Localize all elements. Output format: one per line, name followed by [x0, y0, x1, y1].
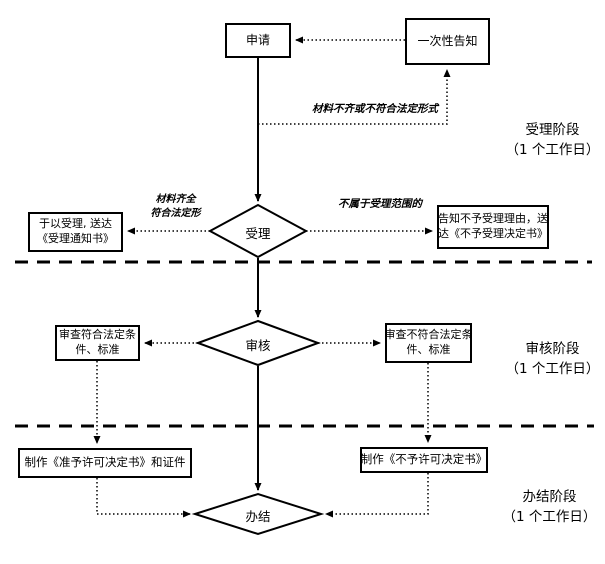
node-make-permit: 制作《准予许可决定书》和证件: [18, 448, 192, 478]
connector-incomplete-to-notice: [258, 69, 451, 125]
completion-diamond: [191, 492, 325, 536]
stage-label-review: 审核阶段 （1 个工作日）: [500, 340, 605, 379]
edge-label-materials-complete-line2: 符合法定形: [150, 207, 201, 219]
node-review-pass-line2: 件、标准: [75, 343, 120, 356]
node-refuse-acceptance-line1: 告知不予受理理由，送: [438, 212, 548, 226]
node-make-denial-label: 制作《不予许可决定书》: [360, 452, 488, 467]
edge-label-materials-incomplete: 材料不齐或不符合法定形式: [280, 102, 470, 116]
node-refuse-acceptance: 告知不予受理理由，送 达《不予受理决定书》: [437, 205, 549, 249]
review-diamond: [195, 319, 321, 367]
stage-label-completion-days: （1 个工作日）: [502, 508, 597, 525]
node-grant-acceptance-line1: 于以受理, 送达: [39, 217, 112, 231]
node-review-fail: 审查不符合法定条 件、标准: [384, 323, 473, 363]
edge-label-out-of-scope: 不属于受理范围的: [330, 197, 430, 211]
stage-label-completion: 办结阶段 （1 个工作日）: [497, 488, 602, 527]
node-one-time-notice-label: 一次性告知: [417, 34, 478, 49]
edge-label-out-of-scope-text: 不属于受理范围的: [338, 198, 422, 210]
stage-label-acceptance: 受理阶段 （1 个工作日）: [500, 121, 605, 160]
edge-label-materials-complete-line1: 材料齐全: [155, 194, 196, 205]
acceptance-diamond: [207, 203, 309, 259]
node-grant-acceptance: 于以受理, 送达 《受理通知书》: [28, 212, 123, 252]
edge-label-materials-incomplete-text: 材料不齐或不符合法定形式: [312, 103, 438, 115]
stage-label-acceptance-days: （1 个工作日）: [505, 141, 600, 158]
connector-permit-to-completion: [96, 478, 191, 518]
node-review-fail-line2: 件、标准: [406, 343, 451, 356]
review-diamond-label: 审核: [245, 338, 271, 353]
connector-denial-to-completion: [325, 473, 429, 518]
acceptance-diamond-label: 受理: [245, 226, 271, 241]
completion-diamond-label: 办结: [245, 509, 271, 524]
node-make-permit-label: 制作《准予许可决定书》和证件: [24, 455, 186, 470]
node-apply: 申请: [225, 23, 291, 58]
node-review-fail-line1: 审查不符合法定条: [384, 328, 473, 342]
node-refuse-acceptance-line2: 达《不予受理决定书》: [438, 227, 548, 240]
stage-label-completion-name: 办结阶段: [522, 489, 577, 505]
node-review-pass-line1: 审查符合法定条: [59, 328, 136, 342]
node-one-time-notice: 一次性告知: [405, 18, 490, 65]
node-review-pass: 审查符合法定条 件、标准: [55, 325, 140, 361]
stage-label-acceptance-name: 受理阶段: [525, 122, 580, 138]
node-grant-acceptance-line2: 《受理通知书》: [37, 232, 114, 245]
stage-label-review-name: 审核阶段: [525, 341, 580, 357]
edge-label-materials-complete: 材料齐全 符合法定形: [133, 193, 218, 220]
node-apply-label: 申请: [245, 33, 270, 48]
node-make-denial: 制作《不予许可决定书》: [360, 447, 488, 473]
stage-label-review-days: （1 个工作日）: [505, 360, 600, 377]
